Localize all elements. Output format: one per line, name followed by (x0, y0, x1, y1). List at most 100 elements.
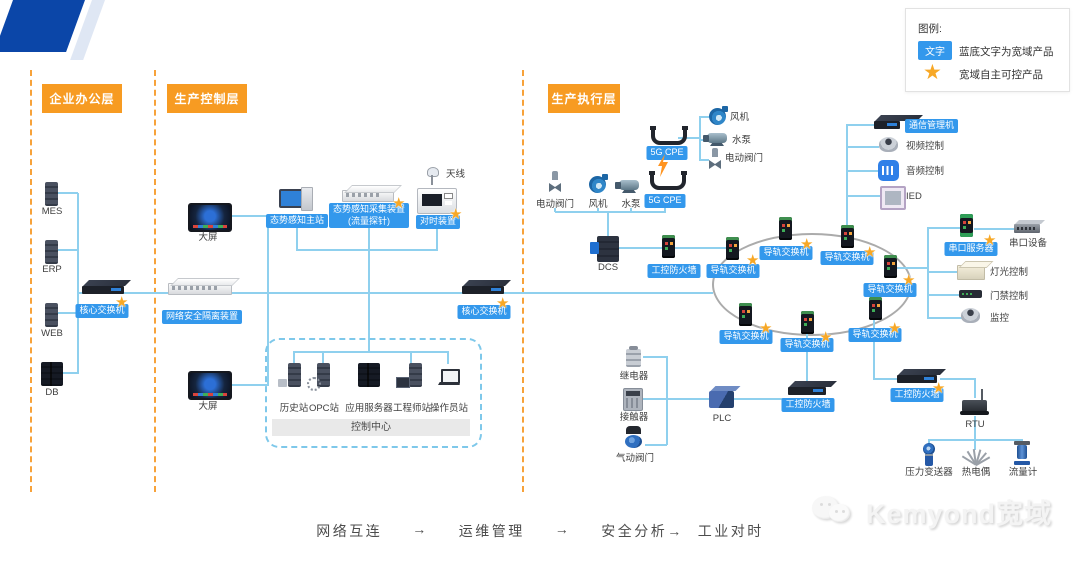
connector (293, 351, 295, 364)
rail-switch-label: 导轨交换机 (848, 328, 902, 342)
access-control-label: 门禁控制 (990, 291, 1029, 302)
rail-switch-label: 导轨交换机 (780, 338, 834, 352)
core-switch-label: 核心交换机 (457, 305, 511, 319)
industrial-firewall-icon (897, 375, 937, 383)
history-station-icon (288, 363, 301, 387)
big-screen-icon (188, 203, 232, 232)
layer-divider (154, 70, 156, 492)
fan-label: 风机 (588, 199, 608, 210)
layer-control-header: 生产控制层 (167, 84, 247, 113)
connector (630, 208, 632, 212)
plc-label: PLC (712, 413, 732, 424)
rail-switch-label: 导轨交换机 (863, 283, 917, 297)
pneumatic-valve-icon (622, 426, 646, 449)
star-icon: ★ (902, 272, 916, 289)
opc-station-label: OPC站 (308, 403, 340, 414)
connector (846, 195, 881, 197)
fan-icon (709, 106, 728, 125)
flow-meter-label: 流量计 (1008, 467, 1038, 478)
rail-switch-icon (884, 255, 897, 278)
connector (927, 271, 957, 273)
relay-label: 继电器 (619, 371, 649, 382)
legend-star-desc: 宽域自主可控产品 (959, 69, 1043, 81)
app-server-icon (358, 363, 380, 387)
industrial-firewall-label: 工控防火墙 (647, 264, 701, 278)
big-screen-icon (188, 371, 232, 400)
electric-valve-label: 电动阀门 (725, 153, 764, 164)
control-center-bar: 控制中心 (272, 419, 470, 436)
connector (410, 351, 412, 364)
rail-switch-label: 导轨交换机 (759, 246, 813, 260)
audio-control-label: 音频控制 (906, 166, 945, 177)
app-server-label: 应用服务器 (345, 403, 393, 414)
legend-badge-desc: 蓝底文字为宽域产品 (959, 46, 1054, 58)
connector (666, 356, 668, 445)
connector (664, 205, 666, 212)
connector (368, 228, 370, 353)
connector (607, 211, 609, 237)
footer-flow: 网络互连 → 运维管理 → 安全分析→ 工业对时 (0, 521, 1080, 541)
thermocouple-icon (955, 448, 995, 466)
rail-switch-label: 导轨交换机 (706, 264, 760, 278)
wireless-link-icon (658, 154, 668, 177)
star-icon: ★ (888, 320, 902, 337)
core-switch-icon (462, 286, 504, 294)
connector (554, 208, 556, 212)
audio-control-icon (878, 160, 899, 181)
5g-cpe-label: 5G CPE (644, 194, 686, 208)
relay-icon (626, 346, 641, 367)
serial-device-icon (1014, 224, 1040, 233)
history-station-label: 历史站 (279, 403, 309, 414)
pump-label: 水泵 (732, 135, 752, 146)
connector (57, 192, 78, 194)
pressure-transmitter-label: 压力变送器 (905, 467, 953, 478)
5g-cpe-icon (649, 171, 687, 190)
big-screen-label: 大屏 (198, 401, 218, 412)
industrial-firewall-icon (662, 235, 675, 258)
connector (699, 159, 709, 161)
server-icon-mes (45, 182, 58, 206)
rail-switch-label: 导轨交换机 (719, 330, 773, 344)
engineer-station-icon (409, 363, 422, 387)
legend-box: 图例: 文字 蓝底文字为宽域产品 ★ 宽域自主可控产品 (905, 8, 1070, 92)
connector (846, 124, 848, 225)
history-station-clock-icon (278, 379, 287, 387)
connector (927, 294, 960, 296)
industrial-firewall-label: 工控防火墙 (781, 398, 835, 412)
connector (63, 372, 78, 374)
antenna-label: 天线 (446, 169, 466, 180)
watermark-text: Kemyond宽域 (866, 499, 1053, 529)
connector (296, 249, 438, 251)
rail-switch-icon (869, 297, 882, 320)
connector (699, 116, 709, 118)
rtu-icon (960, 389, 989, 415)
serial-server-label: 串口服务器 (944, 242, 998, 256)
operator-station-label: 操作员站 (429, 403, 469, 414)
electric-valve-label: 电动阀门 (535, 199, 575, 210)
electric-valve-icon (708, 148, 722, 169)
comm-manager-icon (874, 121, 900, 129)
star-icon: ★ (115, 294, 129, 311)
connector (699, 116, 701, 161)
core-switch-icon (82, 286, 124, 294)
connector (897, 267, 928, 269)
db-label: DB (45, 387, 59, 398)
star-icon: ★ (983, 232, 997, 249)
layer-divider (30, 70, 32, 492)
connector (645, 444, 667, 446)
connector (597, 208, 599, 212)
connector (974, 228, 1016, 230)
flow-step: 运维管理 (458, 523, 525, 539)
erp-label: ERP (42, 264, 62, 275)
light-control-icon (957, 265, 985, 280)
monitor-label: 监控 (990, 313, 1010, 324)
ied-label: IED (906, 191, 922, 202)
connector (927, 317, 962, 319)
serial-device-label: 串口设备 (1008, 238, 1048, 249)
star-icon: ★ (449, 206, 463, 223)
dome-camera-icon (961, 308, 980, 323)
connector (294, 351, 449, 353)
layer-divider (522, 70, 524, 492)
web-label: WEB (41, 328, 63, 339)
